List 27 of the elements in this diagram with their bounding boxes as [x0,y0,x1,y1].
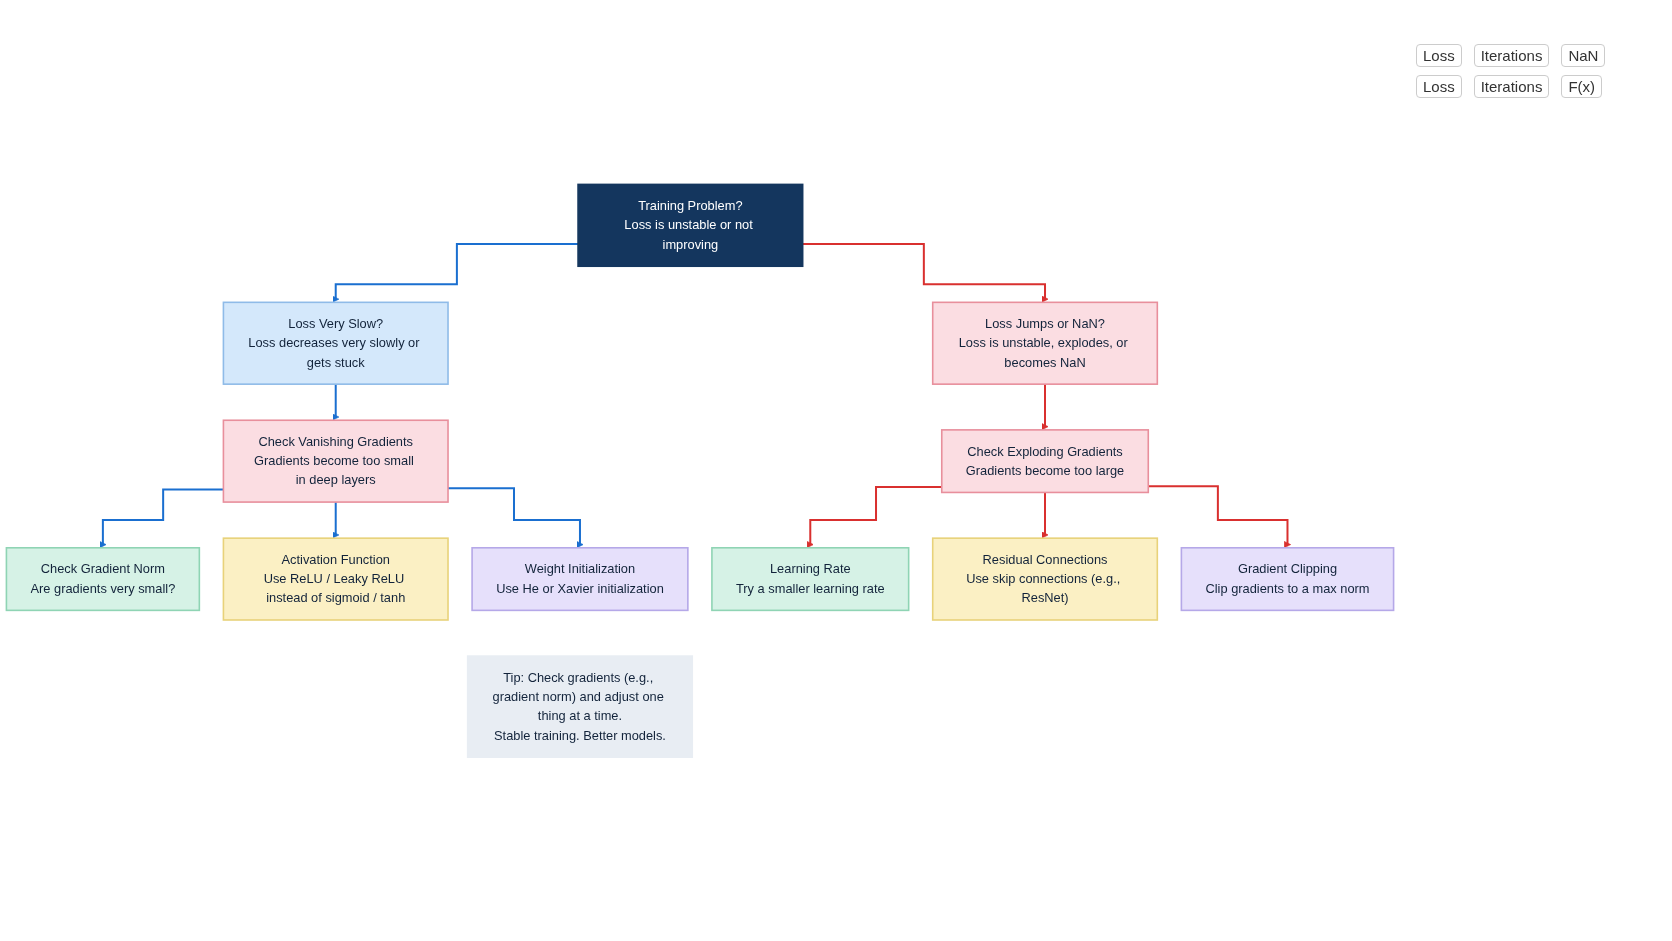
arrow [448,486,584,548]
arrow [802,242,1049,303]
node-box: Gradient Clipping Clip gradients to a max norm [1180,546,1395,611]
arrow [1041,491,1049,539]
node-box: Check Vanishing Gradients Gradients become too small in deep layers [222,419,449,503]
arrow [332,500,340,539]
arrow [332,242,579,303]
node-box: Training Problem? Loss is unstable or not improving [577,183,804,267]
arrow [99,488,224,548]
node-box: Activation Function Use ReLU / Leaky ReLU instead of sigmoid / tanh [222,537,449,621]
node-box: Loss Very Slow? Loss decreases very slowly or gets stuck [222,301,449,385]
node-box: Learning Rate Try a smaller learning rate [711,546,910,611]
arrow [1041,382,1049,430]
arrow [332,382,340,421]
arrow [806,485,942,548]
chart-axis-label: Iterations [1473,75,1550,98]
chart-axis-label: Iterations [1473,44,1550,67]
chart-axis-label: NaN [1561,44,1606,67]
arrow [1148,484,1291,548]
node-box: Check Exploding Gradients Gradients become too large [940,428,1150,493]
chart-axis-label: Loss [1416,44,1462,67]
node-box: Residual Connections Use skip connections (e.g., ResNet) [931,537,1159,621]
node-box: Loss Jumps or NaN? Loss is unstable, explodes, or becomes NaN [931,301,1159,385]
chart-axis-label: Loss [1416,75,1462,98]
node-box: Weight Initialization Use He or Xavier initialization [471,546,689,611]
chart-axis-label: F(x) [1561,75,1603,98]
node-box: Check Gradient Norm Are gradients very small? [5,546,201,611]
